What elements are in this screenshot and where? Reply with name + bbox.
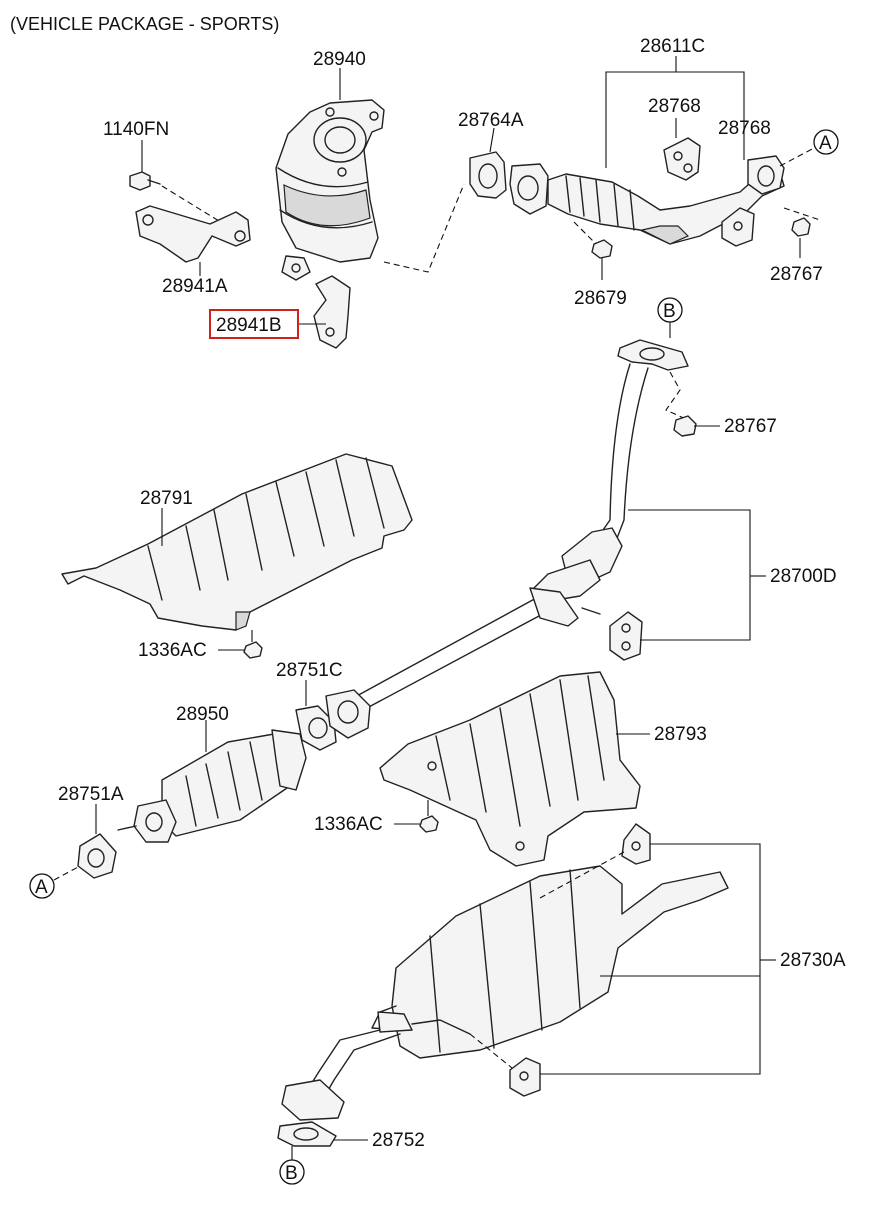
label-1140FN: 1140FN	[103, 119, 169, 140]
hanger-28768-lower[interactable]	[721, 207, 755, 247]
dash-a-bottom	[53, 865, 81, 881]
diagram-title: (VEHICLE PACKAGE - SPORTS)	[10, 14, 279, 34]
connector-a-top	[813, 129, 839, 155]
dash-28730A-lower	[469, 1033, 513, 1069]
nut-28767-lower[interactable]	[673, 415, 697, 437]
dash-28767-lower	[665, 371, 689, 421]
connector-b-bottom	[279, 1159, 305, 1185]
gasket-28764A[interactable]	[469, 151, 507, 199]
label-28941B: 28941B	[216, 315, 282, 336]
nut-28767-upper[interactable]	[791, 217, 811, 237]
bracket-28700D	[628, 509, 751, 641]
label-28730A: 28730A	[780, 950, 846, 971]
leader-28764A	[489, 127, 495, 153]
hanger-28730A-upper[interactable]	[621, 823, 651, 865]
dash-28730A-upper	[539, 851, 625, 899]
heat-shield-28793[interactable]	[379, 671, 641, 867]
heat-shield-28791[interactable]	[61, 453, 413, 631]
hanger-28700D[interactable]	[609, 611, 643, 661]
label-28768b: 28768	[718, 118, 771, 139]
dash-28679	[573, 221, 597, 245]
nut-1336AC-lower[interactable]	[419, 815, 439, 833]
bracket-28941B[interactable]	[313, 275, 351, 349]
label-28611C: 28611C	[640, 36, 705, 57]
hanger-28768-upper[interactable]	[663, 137, 701, 181]
connector-a-top-label: A	[819, 133, 832, 154]
label-28950: 28950	[176, 704, 229, 725]
label-28751A: 28751A	[58, 784, 124, 805]
muffler-28730A[interactable]	[281, 865, 729, 1121]
front-pipe-28611C[interactable]	[509, 155, 785, 245]
label-28679: 28679	[574, 288, 627, 309]
connector-b-bottom-label: B	[285, 1163, 298, 1184]
manifold-catalytic-converter[interactable]	[275, 99, 385, 281]
bracket-28730A	[540, 843, 761, 1075]
center-pipe-28700D[interactable]	[341, 339, 689, 717]
gasket-28752[interactable]	[277, 1121, 337, 1147]
label-28700D: 28700D	[770, 566, 837, 587]
gasket-28751A[interactable]	[77, 833, 117, 879]
connector-a-bottom-label: A	[35, 877, 48, 898]
label-1336ACb: 1336AC	[314, 814, 383, 835]
label-28752: 28752	[372, 1130, 425, 1151]
connector-b-top-label: B	[663, 301, 676, 322]
label-28768a: 28768	[648, 96, 701, 117]
dash-a-top	[779, 147, 815, 167]
bracket-28941A[interactable]	[135, 205, 251, 263]
bracket-28611C	[605, 71, 745, 168]
dash-1140FN	[161, 185, 251, 241]
hanger-28730A-lower[interactable]	[509, 1057, 541, 1097]
label-28751C: 28751C	[276, 660, 343, 681]
highlight-box-28941B	[209, 309, 299, 339]
label-28793: 28793	[654, 724, 707, 745]
label-28767b: 28767	[724, 416, 777, 437]
label-28764A: 28764A	[458, 110, 524, 131]
connector-a-bottom	[29, 873, 55, 899]
label-28941A: 28941A	[162, 276, 228, 297]
label-28940: 28940	[313, 49, 366, 70]
dash-converter-gasket	[383, 183, 465, 273]
pipe-flange-center[interactable]	[325, 689, 371, 739]
label-28791: 28791	[140, 488, 193, 509]
dash-28767-upper	[783, 207, 821, 221]
nut-28679[interactable]	[591, 239, 613, 259]
label-1336ACa: 1336AC	[138, 640, 207, 661]
bolt-1140FN[interactable]	[129, 171, 161, 191]
catalytic-converter-28950[interactable]	[117, 729, 307, 843]
label-28767a: 28767	[770, 264, 823, 285]
nut-1336AC-upper[interactable]	[243, 641, 263, 659]
